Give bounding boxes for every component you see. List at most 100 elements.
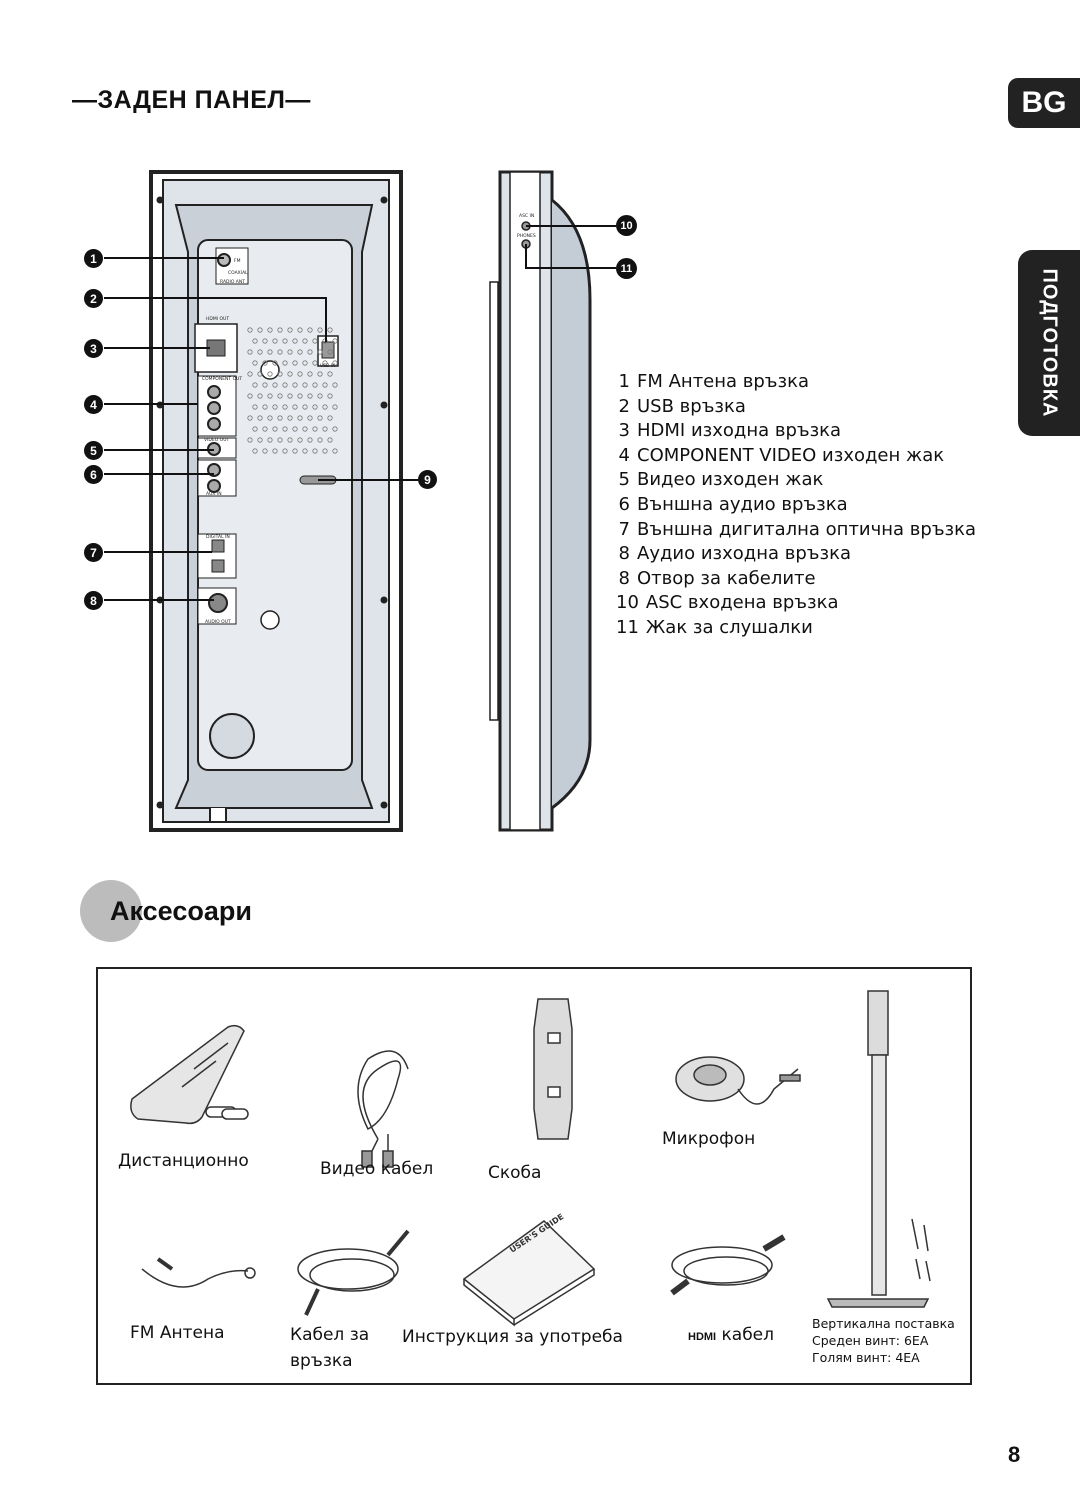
grille-dot bbox=[322, 448, 328, 454]
grille-dot bbox=[317, 415, 323, 421]
grille-dot bbox=[327, 393, 333, 399]
manual-illustration bbox=[462, 1220, 596, 1327]
grille-dot bbox=[272, 360, 278, 366]
grille-dot bbox=[287, 371, 293, 377]
grille-dot bbox=[277, 349, 283, 355]
grille-dot bbox=[267, 349, 273, 355]
label-microphone: Микрофон bbox=[662, 1129, 756, 1149]
grille-dot bbox=[247, 327, 253, 333]
grille-dot bbox=[332, 426, 338, 432]
grille-dot bbox=[277, 327, 283, 333]
stand-screw-medium: Среден винт: 6ЕА bbox=[812, 1333, 929, 1348]
grille-dot bbox=[257, 393, 263, 399]
accessories-illustrations: USER'S GUIDE bbox=[130, 990, 931, 1327]
grille-dot bbox=[307, 327, 313, 333]
hdmi-prefix: HDMI bbox=[688, 1331, 717, 1343]
grille-dot bbox=[332, 448, 338, 454]
grille-dot bbox=[287, 415, 293, 421]
grille-dot bbox=[297, 415, 303, 421]
language-badge: BG bbox=[1008, 78, 1080, 128]
grille-dot bbox=[317, 371, 323, 377]
accessories-box: USER'S GUIDE Дистанционно Видео кабел Ск… bbox=[96, 967, 972, 1385]
label-manual: Инструкция за употреба bbox=[402, 1327, 623, 1347]
fm-antenna-illustration bbox=[141, 1257, 256, 1288]
section-title: —ЗАДЕН ПАНЕЛ— bbox=[72, 86, 311, 114]
callout-2: 2 bbox=[84, 289, 103, 308]
grille-dot bbox=[252, 448, 258, 454]
label-asc-in: ASC IN bbox=[519, 213, 534, 219]
label-usb-in: USB IN bbox=[320, 363, 335, 369]
grille-dot bbox=[317, 393, 323, 399]
grille-dot bbox=[317, 437, 323, 443]
grille-dot bbox=[322, 426, 328, 432]
grille-dot bbox=[282, 360, 288, 366]
grille-dot bbox=[272, 448, 278, 454]
grille-dot bbox=[307, 393, 313, 399]
label-digital-in: DIGITAL IN bbox=[206, 534, 230, 540]
grille-dot bbox=[312, 382, 318, 388]
label-radio-ant: RADIO ANT bbox=[220, 279, 245, 285]
grille-dot bbox=[282, 448, 288, 454]
grille-dot bbox=[247, 437, 253, 443]
label-remote: Дистанционно bbox=[118, 1151, 249, 1171]
grille-dot bbox=[287, 437, 293, 443]
grille-dot bbox=[302, 338, 308, 344]
label-hdmi-out: HDMI OUT bbox=[206, 316, 229, 322]
grille-dot bbox=[322, 382, 328, 388]
grille-dot bbox=[267, 437, 273, 443]
grille-dot bbox=[287, 393, 293, 399]
microphone-illustration bbox=[675, 1056, 801, 1105]
grille-dot bbox=[277, 371, 283, 377]
grille-dot bbox=[262, 404, 268, 410]
grille-dot bbox=[292, 338, 298, 344]
callout-7: 7 bbox=[84, 543, 103, 562]
connection-cable-illustration bbox=[297, 1229, 410, 1316]
grille-dot bbox=[267, 371, 273, 377]
accessories-title: Аксесоари bbox=[110, 896, 252, 926]
grille-dot bbox=[307, 437, 313, 443]
grille-dot bbox=[277, 437, 283, 443]
callout-6: 6 bbox=[84, 465, 103, 484]
grille-dot bbox=[247, 393, 253, 399]
grille-dot bbox=[252, 382, 258, 388]
grille-dot bbox=[277, 393, 283, 399]
grille-dot bbox=[282, 404, 288, 410]
section-marker bbox=[80, 880, 142, 942]
label-fm-antenna: FM Антена bbox=[130, 1323, 225, 1343]
grille-dot bbox=[327, 415, 333, 421]
callout-4: 4 bbox=[84, 395, 103, 414]
grille-dot bbox=[257, 415, 263, 421]
grille-dot bbox=[302, 404, 308, 410]
grille-dot bbox=[247, 415, 253, 421]
callout-10: 10 bbox=[616, 215, 637, 236]
grille-dot bbox=[292, 360, 298, 366]
grille-dot bbox=[297, 437, 303, 443]
grille-dot bbox=[327, 437, 333, 443]
grille-dot bbox=[262, 448, 268, 454]
grille-dot bbox=[262, 360, 268, 366]
label-connection-cable-line2: връзка bbox=[290, 1351, 353, 1371]
grille-dot bbox=[297, 371, 303, 377]
grille-dot bbox=[312, 404, 318, 410]
label-video-cable: Видео кабел bbox=[320, 1159, 434, 1179]
rear-panel-illustration bbox=[149, 170, 592, 832]
grille-dot bbox=[297, 349, 303, 355]
grille-dot bbox=[292, 404, 298, 410]
grille-dot bbox=[282, 338, 288, 344]
grille-dot bbox=[292, 448, 298, 454]
remote-illustration bbox=[130, 1024, 249, 1125]
label-stand: Вертикална поставка Среден винт: 6ЕА Гол… bbox=[812, 1315, 955, 1366]
grille-dot bbox=[317, 327, 323, 333]
grille-dot bbox=[282, 382, 288, 388]
callout-5: 5 bbox=[84, 441, 103, 460]
callout-3: 3 bbox=[84, 339, 103, 358]
chapter-tab: ПОДГОТОВКА bbox=[1018, 250, 1080, 436]
